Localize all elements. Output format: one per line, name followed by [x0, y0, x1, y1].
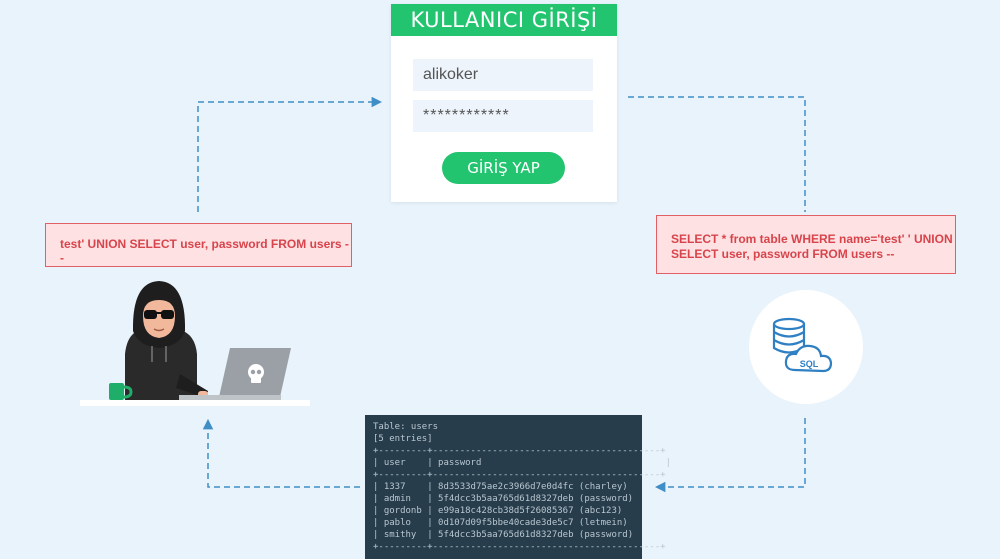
cell-password: 5f4dcc3b5aa765d61d8327deb (password) [438, 530, 634, 540]
cell-user: pablo [383, 518, 411, 528]
server-query-box: SELECT * from table WHERE name='test' ' … [656, 215, 956, 274]
desk [80, 400, 310, 406]
table-row: | pablo | 0d107d09f5bbe40cade3de5c7 (let… [373, 518, 628, 528]
table-border-bottom: +---------+-----------------------------… [373, 542, 666, 552]
hacker-illustration [80, 281, 310, 406]
arrow-attacker-to-login [197, 96, 383, 212]
cell-password: 0d107d09f5bbe40cade3de5c7 (letmein) [438, 518, 628, 528]
table-entries-line: [5 entries] [373, 434, 433, 444]
query-line-2: SELECT user, password FROM users -- [671, 247, 895, 261]
skull-icon [248, 364, 264, 383]
table-row: | admin | 5f4dcc3b5aa765d61d8327deb (pas… [373, 494, 634, 504]
login-button[interactable]: GİRİŞ YAP [442, 152, 565, 184]
arrow-db-to-table [654, 418, 806, 493]
header-password: password [438, 458, 482, 468]
arrow-login-to-server [628, 96, 806, 212]
mug-icon [109, 383, 133, 400]
table-row: | 1337 | 8d3533d75ae2c3966d7e0d4fc (char… [373, 482, 628, 492]
attacker-input-box: test' UNION SELECT user, password FROM u… [45, 223, 352, 267]
login-title: KULLANICI GİRİŞİ [391, 4, 617, 36]
result-table: Table: users [5 entries] +---------+----… [365, 415, 672, 559]
database-cloud-icon: SQL [772, 317, 833, 373]
cell-password: e99a18c428cb38d5f26085367 (abc123) [438, 506, 623, 516]
laptop-icon [179, 348, 291, 400]
table-border-top: +---------+-----------------------------… [373, 446, 666, 456]
cell-password: 5f4dcc3b5aa765d61d8327deb (password) [438, 494, 634, 504]
table-row: | smithy | 5f4dcc3b5aa765d61d8327deb (pa… [373, 530, 634, 540]
header-user: user [383, 458, 406, 468]
attacker-input-text: test' UNION SELECT user, password FROM u… [60, 237, 349, 265]
cell-password: 8d3533d75ae2c3966d7e0d4fc (charley) [438, 482, 628, 492]
table-header-row: | user | password | [373, 458, 672, 468]
cell-user: 1337 [383, 482, 406, 492]
query-line-1: SELECT * from table WHERE name='test' ' … [671, 232, 953, 246]
cell-user: gordonb [383, 506, 422, 516]
table-name-line: Table: users [373, 422, 439, 432]
username-field[interactable]: alikoker [413, 59, 593, 91]
cell-user: admin [383, 494, 411, 504]
database-server: SQL [749, 290, 863, 404]
sql-label: SQL [800, 359, 819, 369]
login-card: KULLANICI GİRİŞİ alikoker ************ G… [391, 4, 617, 202]
cell-user: smithy [383, 530, 417, 540]
password-field[interactable]: ************ [413, 100, 593, 132]
table-border-mid: +---------+-----------------------------… [373, 470, 666, 480]
arrow-table-to-attacker [202, 418, 360, 488]
table-row: | gordonb | e99a18c428cb38d5f26085367 (a… [373, 506, 623, 516]
